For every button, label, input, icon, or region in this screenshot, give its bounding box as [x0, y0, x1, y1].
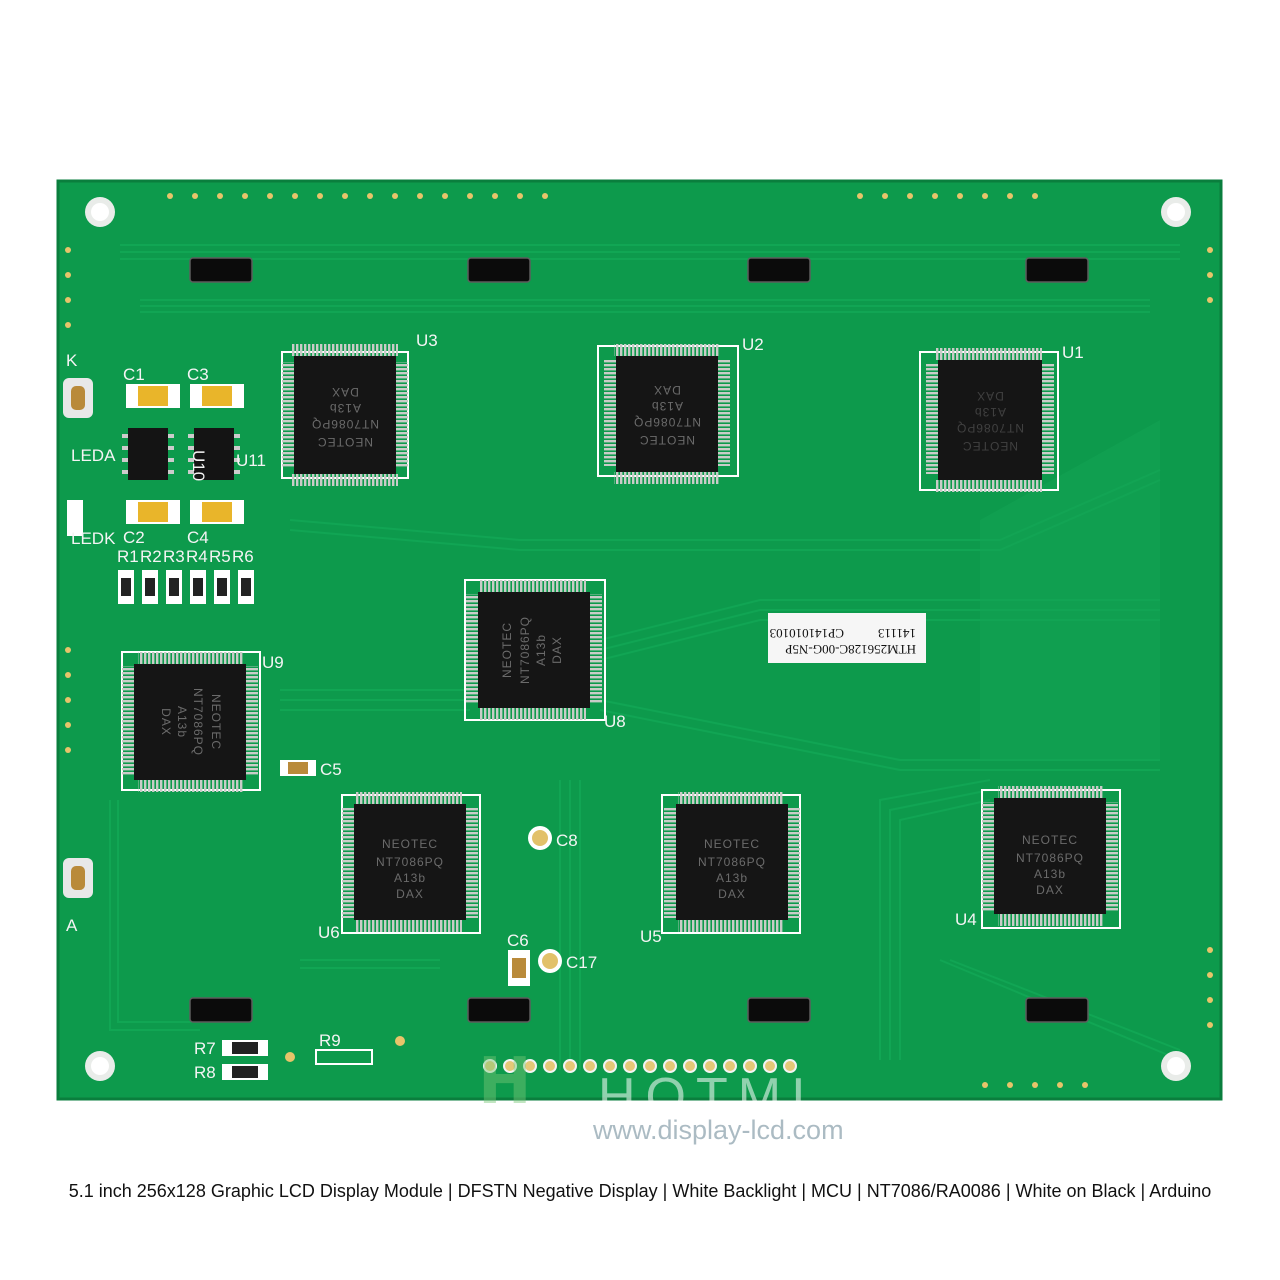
resistors	[118, 570, 405, 1080]
chip-u6-part: NT7086PQ	[376, 855, 444, 869]
chip-u5-rev: A13b	[716, 871, 748, 885]
chip-u6-rev: A13b	[394, 871, 426, 885]
label-r3: R3	[163, 547, 185, 566]
label-u6: U6	[318, 923, 340, 942]
sticker-date: 141113	[878, 626, 916, 641]
sticker-serial: CP141010103	[770, 626, 844, 641]
watermark-url: www.display-lcd.com	[593, 1115, 844, 1145]
connector-pads	[483, 1059, 797, 1073]
label-r9: R9	[319, 1031, 341, 1050]
label-r6: R6	[232, 547, 254, 566]
ic-u11	[188, 428, 240, 480]
label-u9: U9	[262, 653, 284, 672]
chip-u6-brand: NEOTEC	[382, 837, 438, 851]
watermark-logo: H	[478, 1045, 534, 1119]
silkscreen-labels: K A LEDA LEDK C1 C3 C2 C4 U10 U11 R1 R2 …	[66, 331, 1084, 1082]
chip-u5-code: DAX	[718, 887, 746, 901]
label-c8: C8	[556, 831, 578, 850]
product-caption: 5.1 inch 256x128 Graphic LCD Display Mod…	[68, 1181, 1212, 1201]
label-c17: C17	[566, 953, 597, 972]
chip-u8-part: NT7086PQ	[518, 616, 532, 684]
label-u2: U2	[742, 335, 764, 354]
watermark: H HOTMI www.display-lcd.com	[478, 1045, 898, 1155]
label-c5: C5	[320, 760, 342, 779]
chip-u5-part: NT7086PQ	[698, 855, 766, 869]
label-k: K	[66, 351, 78, 370]
watermark-brand: HOTMI	[598, 1068, 816, 1126]
label-a: A	[66, 916, 78, 935]
chip-u9-part: NT7086PQ	[191, 688, 205, 756]
label-r2: R2	[140, 547, 162, 566]
ic-u10	[122, 428, 174, 480]
mounting-holes	[85, 197, 1191, 1081]
chip-u1-code: DAX	[976, 389, 1004, 403]
chip-u2-brand: NEOTEC	[639, 433, 695, 447]
label-u10: U10	[189, 450, 208, 481]
label-u4: U4	[955, 910, 977, 929]
chip-u9-rev: A13b	[175, 706, 189, 738]
label-c2: C2	[123, 528, 145, 547]
chip-u2-part: NT7086PQ	[633, 415, 701, 429]
model-sticker: HTM256128C-00G-N5P 141113 CP141010103	[768, 613, 926, 663]
chip-u6-code: DAX	[396, 887, 424, 901]
chip-u2-code: DAX	[653, 383, 681, 397]
chip-u8-code: DAX	[550, 636, 564, 664]
capacitors	[126, 384, 562, 986]
label-u3: U3	[416, 331, 438, 350]
edge-vias	[65, 193, 1213, 1088]
chip-u5-brand: NEOTEC	[704, 837, 760, 851]
chip-u4-rev: A13b	[1034, 867, 1066, 881]
chip-u3-part: NT7086PQ	[311, 417, 379, 431]
label-r1: R1	[117, 547, 139, 566]
chip-u9-brand: NEOTEC	[209, 694, 223, 750]
bezel-tabs	[189, 257, 1089, 1023]
label-u5: U5	[640, 927, 662, 946]
label-leda: LEDA	[71, 446, 116, 465]
chip-u4-part: NT7086PQ	[1016, 851, 1084, 865]
label-r7: R7	[194, 1039, 216, 1058]
chip-u1: NEOTEC NT7086PQ A13b DAX	[919, 348, 1059, 492]
label-r8: R8	[194, 1063, 216, 1082]
label-ledk: LEDK	[71, 529, 116, 548]
chip-u4-brand: NEOTEC	[1022, 833, 1078, 847]
chip-u9-code: DAX	[159, 708, 173, 736]
label-c4: C4	[187, 528, 209, 547]
label-c1: C1	[123, 365, 145, 384]
chip-u2: NEOTEC NT7086PQ A13b DAX	[597, 344, 739, 484]
chip-u4-code: DAX	[1036, 883, 1064, 897]
chip-u6: NEOTEC NT7086PQ A13b DAX	[341, 792, 481, 934]
label-u8: U8	[604, 712, 626, 731]
chip-u5: NEOTEC NT7086PQ A13b DAX	[661, 792, 801, 934]
chip-u4: NEOTEC NT7086PQ A13b DAX	[981, 786, 1121, 929]
label-c6: C6	[507, 931, 529, 950]
chip-u3: NEOTEC NT7086PQ A13b DAX	[281, 344, 409, 486]
sticker-model: HTM256128C-00G-N5P	[785, 642, 916, 657]
chip-u8-brand: NEOTEC	[500, 622, 514, 678]
label-u11: U11	[236, 451, 266, 470]
label-u1: U1	[1062, 343, 1084, 362]
label-r4: R4	[186, 547, 208, 566]
chip-u1-part: NT7086PQ	[956, 421, 1024, 435]
chip-u9: NEOTEC NT7086PQ A13b DAX	[121, 651, 261, 792]
chip-u1-rev: A13b	[974, 405, 1006, 419]
chip-u8-rev: A13b	[534, 634, 548, 666]
chip-u2-rev: A13b	[651, 399, 683, 413]
chip-u3-rev: A13b	[329, 401, 361, 415]
chip-u8: NEOTEC NT7086PQ A13b DAX	[464, 579, 606, 721]
label-c3: C3	[187, 365, 209, 384]
chip-u1-brand: NEOTEC	[962, 439, 1018, 453]
label-r5: R5	[209, 547, 231, 566]
backlight-terminals	[63, 378, 93, 898]
chip-u3-code: DAX	[331, 385, 359, 399]
chip-u3-brand: NEOTEC	[317, 435, 373, 449]
